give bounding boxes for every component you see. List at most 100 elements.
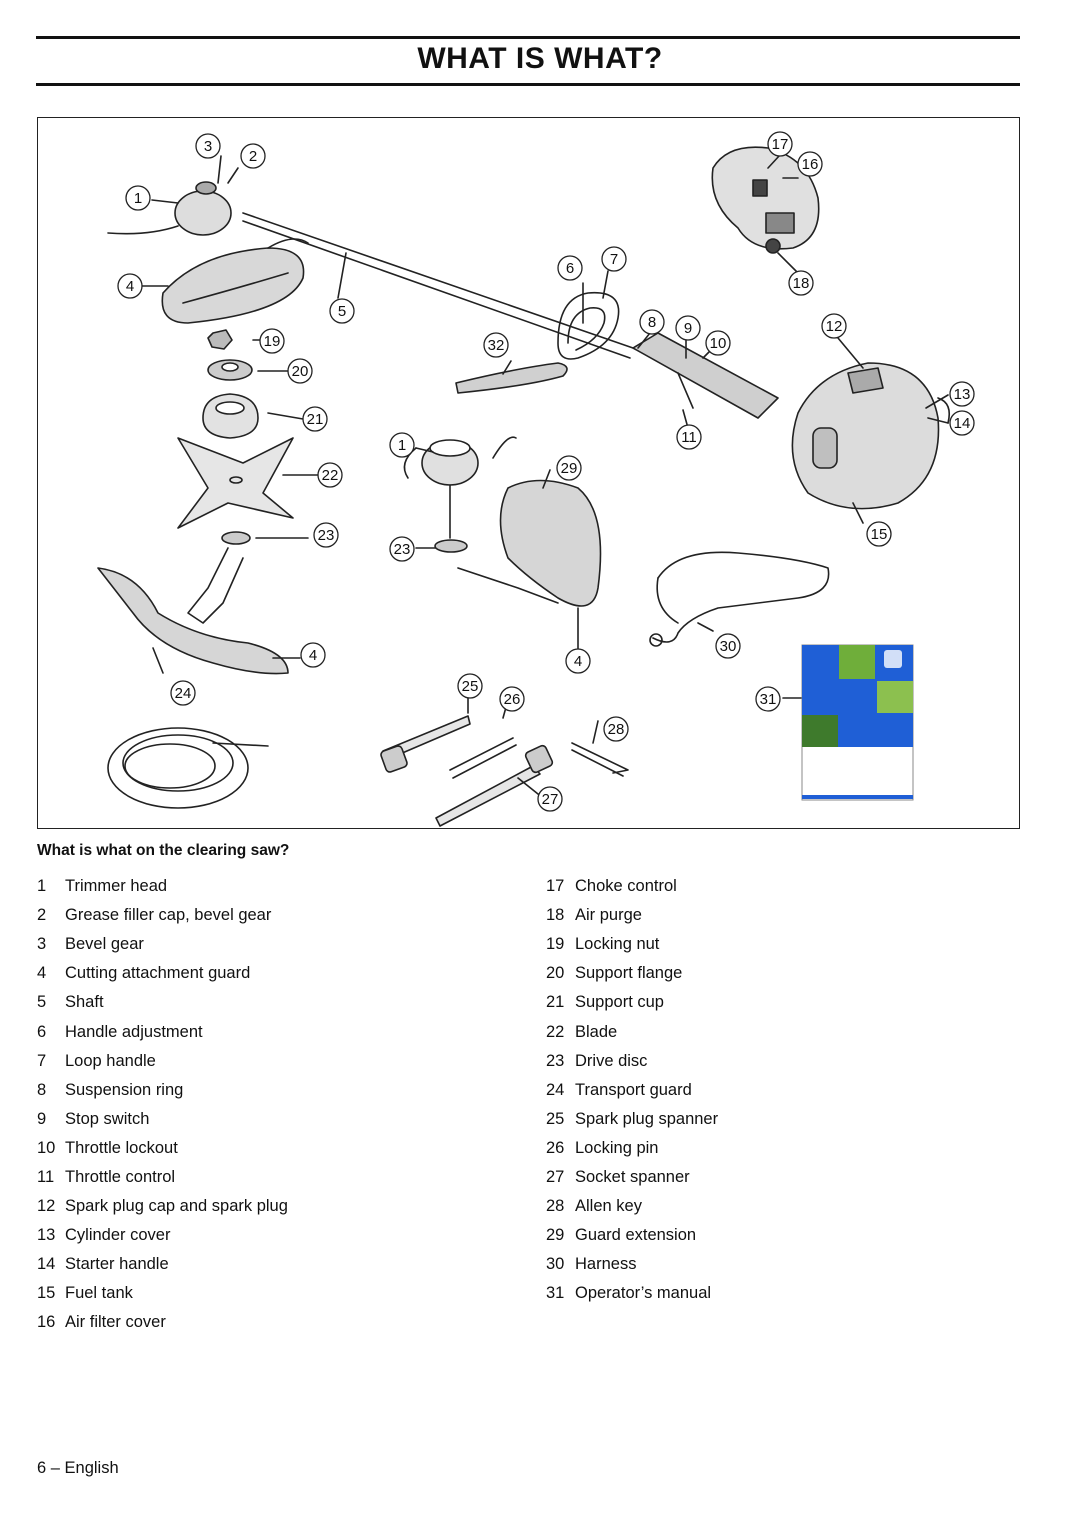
part-number: 11 <box>37 1167 55 1186</box>
part-label: Socket spanner <box>575 1167 690 1186</box>
callout-18: 18 <box>788 270 814 296</box>
callout-9: 9 <box>675 315 701 341</box>
callout-15: 15 <box>866 521 892 547</box>
part-number: 5 <box>37 993 47 1012</box>
svg-text:22: 22 <box>322 467 339 484</box>
svg-text:10: 10 <box>710 335 727 352</box>
svg-text:12: 12 <box>826 318 843 335</box>
callout-16: 16 <box>797 151 823 177</box>
svg-text:8: 8 <box>648 314 656 331</box>
callout-5: 5 <box>329 298 355 324</box>
svg-text:30: 30 <box>720 638 737 655</box>
part-label: Allen key <box>575 1197 642 1216</box>
parts-list-item: 9 Stop switch <box>37 1105 517 1134</box>
svg-text:16: 16 <box>802 156 819 173</box>
part-number: 18 <box>546 906 565 925</box>
part-label: Suspension ring <box>65 1080 184 1099</box>
top-rule <box>36 36 1020 39</box>
svg-text:3: 3 <box>204 138 212 155</box>
svg-text:13: 13 <box>954 386 971 403</box>
part-label: Trimmer head <box>65 877 168 896</box>
part-label: Fuel tank <box>65 1284 133 1303</box>
parts-list-item: 20 Support flange <box>546 959 1026 988</box>
svg-text:24: 24 <box>175 685 192 702</box>
part-number: 17 <box>546 877 565 896</box>
callout-21: 21 <box>302 406 328 432</box>
parts-list-item: 1 Trimmer head <box>37 872 517 901</box>
part-number: 19 <box>546 935 565 954</box>
svg-text:14: 14 <box>954 415 971 432</box>
part-number: 1 <box>37 877 47 896</box>
part-label: Transport guard <box>575 1080 692 1099</box>
svg-text:23: 23 <box>394 541 411 558</box>
parts-list-item: 10 Throttle lockout <box>37 1134 517 1163</box>
part-number: 22 <box>546 1022 565 1041</box>
svg-text:19: 19 <box>264 333 281 350</box>
part-number: 20 <box>546 964 565 983</box>
part-label: Starter handle <box>65 1255 169 1274</box>
shaft-drawing <box>242 212 634 349</box>
callout-27: 27 <box>537 786 563 812</box>
callout-3: 3 <box>195 133 221 159</box>
callout-4: 4 <box>565 648 591 674</box>
parts-list-item: 27 Socket spanner <box>546 1163 1026 1192</box>
part-label: Throttle lockout <box>65 1138 178 1157</box>
svg-text:26: 26 <box>504 691 521 708</box>
part-label: Drive disc <box>575 1051 648 1070</box>
part-label: Locking nut <box>575 935 660 954</box>
part-label: Bevel gear <box>65 935 144 954</box>
title-underline <box>36 83 1020 86</box>
part-label: Blade <box>575 1022 618 1041</box>
part-label: Locking pin <box>575 1138 659 1157</box>
parts-list-item: 17 Choke control <box>546 872 1026 901</box>
part-label: Stop switch <box>65 1109 150 1128</box>
svg-text:6: 6 <box>566 260 574 277</box>
parts-list-item: 6 Handle adjustment <box>37 1017 517 1046</box>
part-label: Choke control <box>575 877 677 896</box>
part-number: 13 <box>37 1226 56 1245</box>
part-number: 9 <box>37 1109 47 1128</box>
callout-26: 26 <box>499 686 525 712</box>
callout-31: 31 <box>755 686 781 712</box>
part-number: 31 <box>546 1284 565 1303</box>
part-label: Handle adjustment <box>65 1022 203 1041</box>
part-number: 25 <box>546 1109 565 1128</box>
part-label: Guard extension <box>575 1226 697 1245</box>
callout-19: 19 <box>259 328 285 354</box>
part-label: Support flange <box>575 964 683 983</box>
part-number: 27 <box>546 1167 565 1186</box>
section-heading: What is what on the clearing saw? <box>37 842 290 859</box>
svg-text:27: 27 <box>542 791 559 808</box>
svg-text:23: 23 <box>318 527 335 544</box>
part-number: 10 <box>37 1138 56 1157</box>
callout-1: 1 <box>389 432 415 458</box>
clearing-saw-diagram: 1123444567891011121314151617181920212223… <box>97 131 975 827</box>
part-number: 7 <box>37 1051 47 1070</box>
part-label: Air filter cover <box>65 1313 166 1332</box>
callout-4: 4 <box>300 642 326 668</box>
svg-text:1: 1 <box>134 190 142 207</box>
svg-text:15: 15 <box>871 526 888 543</box>
callout-23: 23 <box>313 522 339 548</box>
callout-12: 12 <box>821 313 847 339</box>
svg-text:1: 1 <box>398 437 406 454</box>
part-number: 6 <box>37 1022 47 1041</box>
callout-24: 24 <box>170 680 196 706</box>
callout-20: 20 <box>287 358 313 384</box>
part-number: 14 <box>37 1255 56 1274</box>
callout-23: 23 <box>389 536 415 562</box>
